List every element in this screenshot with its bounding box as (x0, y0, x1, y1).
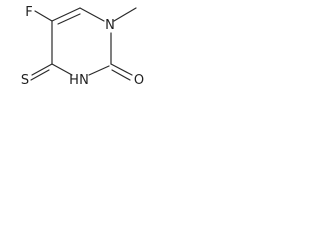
bond-c6-n1 (79, 7, 105, 22)
bond-n3-c4 (51, 63, 73, 76)
atom-n3-hydrogen: H (69, 73, 79, 88)
bond-c2-oxygen-second (111, 69, 131, 81)
bond-c2-n3 (88, 65, 110, 76)
bond-c2-oxygen (110, 63, 133, 76)
atom-fluorine: F (25, 5, 32, 20)
bond-n1-methyl (113, 7, 137, 22)
bond-c5-c6-inner (57, 13, 81, 25)
bond-c5-c6 (51, 7, 81, 22)
bond-c4-sulfur-second (30, 69, 50, 81)
bond-c4-sulfur (31, 63, 53, 76)
bond-c5-fluorine (34, 10, 53, 22)
atom-oxygen: O (134, 73, 144, 88)
atom-n3: N (79, 73, 89, 88)
chemical-structure: F N N H O S (21, 5, 144, 88)
atom-sulfur: S (21, 73, 29, 88)
atom-n1: N (105, 18, 115, 33)
